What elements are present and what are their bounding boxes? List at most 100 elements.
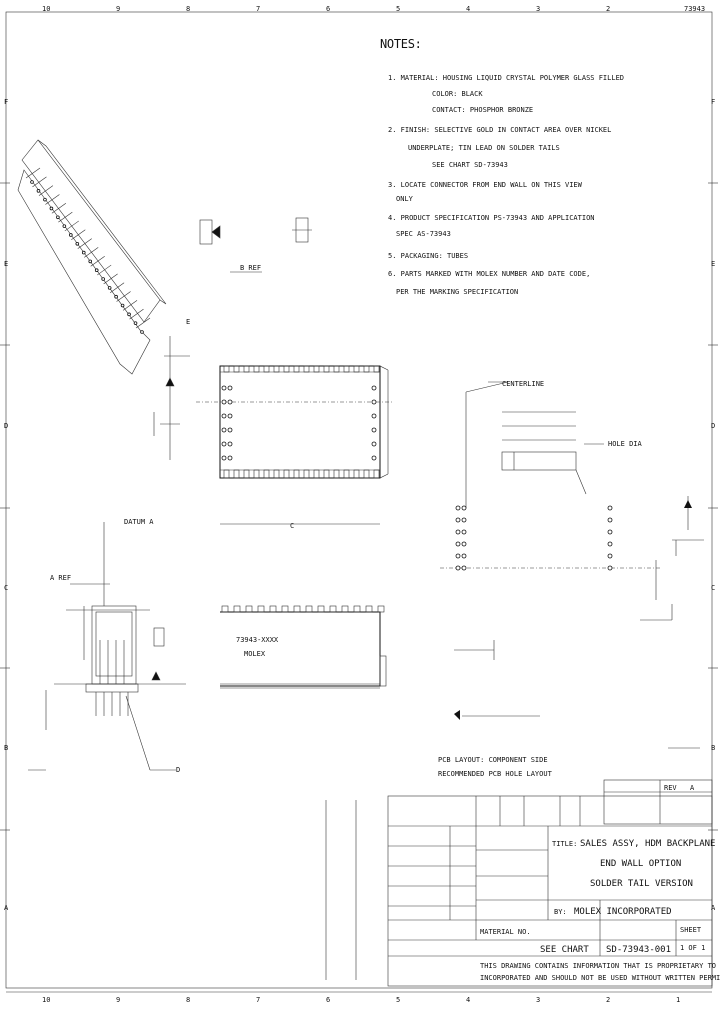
pcb-hole xyxy=(461,553,467,559)
drawing-number-corner: 73943 xyxy=(684,5,705,13)
col-bottom-6: 6 xyxy=(326,996,330,1004)
iso-pin-hole xyxy=(30,180,34,184)
top-view-tooth xyxy=(243,469,250,479)
top-view-tooth xyxy=(263,469,270,479)
side-view-tooth xyxy=(365,605,373,613)
pcb-layout-label: PCB LAYOUT: COMPONENT SIDE xyxy=(438,756,548,764)
top-view-tooth xyxy=(323,469,330,479)
top-view-hole xyxy=(371,413,377,419)
top-view-hole xyxy=(221,413,227,419)
top-view-tooth xyxy=(273,365,280,373)
material-label: MATERIAL NO. xyxy=(480,928,531,936)
iso-pin xyxy=(32,176,47,188)
company-prefix: BY: xyxy=(554,908,567,916)
iso-pin xyxy=(109,282,125,293)
pcb-hole xyxy=(455,565,461,571)
col-bottom-1: 1 xyxy=(676,996,680,1004)
col-bottom-9: 9 xyxy=(116,996,120,1004)
pcb-hole xyxy=(607,517,613,523)
side-view-tooth xyxy=(353,605,361,613)
company-name: MOLEX INCORPORATED xyxy=(574,907,672,917)
col-bottom-3: 3 xyxy=(536,996,540,1004)
sheet-border xyxy=(5,11,713,989)
pcb-hole xyxy=(607,565,613,571)
side-view-tooth xyxy=(269,605,277,613)
note-1: 1. MATERIAL: HOUSING LIQUID CRYSTAL POLY… xyxy=(388,74,624,82)
side-view-tooth xyxy=(257,605,265,613)
centerline-callout: CENTERLINE xyxy=(502,380,544,388)
top-view-tooth xyxy=(313,469,320,479)
top-view-hole xyxy=(221,441,227,447)
rev-label: REV xyxy=(664,784,677,792)
connector-end-view xyxy=(28,522,186,771)
iso-pin xyxy=(45,194,60,205)
col-bottom-7: 7 xyxy=(256,996,260,1004)
iso-pin xyxy=(64,220,79,232)
iso-pin-hole xyxy=(56,215,60,220)
note-3b: ONLY xyxy=(396,195,414,203)
col-top-2: 2 xyxy=(606,5,610,13)
top-view-tooth xyxy=(373,469,380,479)
top-view-hole xyxy=(227,455,233,461)
row-left-c: C xyxy=(4,584,8,592)
datum-callout: DATUM A xyxy=(124,518,154,526)
iso-pin xyxy=(103,273,118,285)
col-top-5: 5 xyxy=(396,5,400,13)
iso-pin-hole xyxy=(101,277,105,281)
top-view-hole xyxy=(227,385,233,391)
iso-pin xyxy=(122,300,138,311)
pcb-layout-sub: RECOMMENDED PCB HOLE LAYOUT xyxy=(438,770,553,778)
iso-pin-hole xyxy=(127,312,131,317)
top-view-tooth xyxy=(233,365,240,373)
iso-pin-hole xyxy=(120,303,125,308)
iso-pin-hole xyxy=(36,189,41,193)
pcb-hole xyxy=(607,553,613,559)
top-view-hole xyxy=(371,455,377,461)
top-view-hole xyxy=(221,455,227,461)
side-view-tooth xyxy=(341,605,349,613)
pcb-hole xyxy=(455,517,461,523)
top-view-tooth xyxy=(303,365,310,373)
top-view-tooth xyxy=(233,469,240,479)
top-view-hole xyxy=(221,399,227,405)
pcb-hole xyxy=(607,505,613,511)
top-view-tooth xyxy=(343,469,350,479)
top-view-hole xyxy=(227,413,233,419)
rev-value: A xyxy=(690,784,695,792)
connector-top-view xyxy=(196,365,392,479)
col-bottom-5: 5 xyxy=(396,996,400,1004)
top-view-hole xyxy=(371,399,377,405)
title-line-3: SOLDER TAIL VERSION xyxy=(590,879,693,889)
row-markers-left: F E D C B A xyxy=(4,98,9,912)
top-view-tooth xyxy=(293,365,300,373)
row-left-d: D xyxy=(4,422,8,430)
iso-pin xyxy=(116,291,131,302)
pcb-hole xyxy=(455,529,461,535)
iso-pin-hole xyxy=(69,233,73,237)
iso-pin-hole xyxy=(94,268,99,273)
notes-title: NOTES: xyxy=(380,37,422,51)
top-view-tooth xyxy=(273,469,280,479)
hole-callout: HOLE DIA xyxy=(608,440,643,448)
dim-a-label: A REF xyxy=(50,574,71,582)
notes-block: NOTES: 1. MATERIAL: HOUSING LIQUID CRYST… xyxy=(380,37,624,296)
pcb-hole xyxy=(455,505,461,511)
iso-pin-hole xyxy=(133,321,138,325)
pcb-hole xyxy=(455,541,461,547)
row-right-e: E xyxy=(711,260,715,268)
iso-pin-hole xyxy=(75,241,80,246)
top-view-tooth xyxy=(303,469,310,479)
col-bottom-8: 8 xyxy=(186,996,190,1004)
iso-pin xyxy=(97,264,112,276)
note-2: 2. FINISH: SELECTIVE GOLD IN CONTACT ARE… xyxy=(388,126,611,134)
top-view-tooth xyxy=(223,365,230,373)
iso-pin-hole xyxy=(140,330,144,334)
note-2c: SEE CHART SD-73943 xyxy=(432,161,508,169)
title-block: TITLE: SALES ASSY, HDM BACKPLANE END WAL… xyxy=(325,779,720,987)
row-right-c: C xyxy=(711,584,715,592)
column-markers-top: 10 9 8 7 6 5 4 3 2 73943 xyxy=(42,5,705,13)
note-4: 4. PRODUCT SPECIFICATION PS-73943 AND AP… xyxy=(388,214,595,222)
side-view-tooth xyxy=(329,605,337,613)
top-view-tooth xyxy=(333,365,340,373)
pcb-hole-layout xyxy=(440,381,704,749)
